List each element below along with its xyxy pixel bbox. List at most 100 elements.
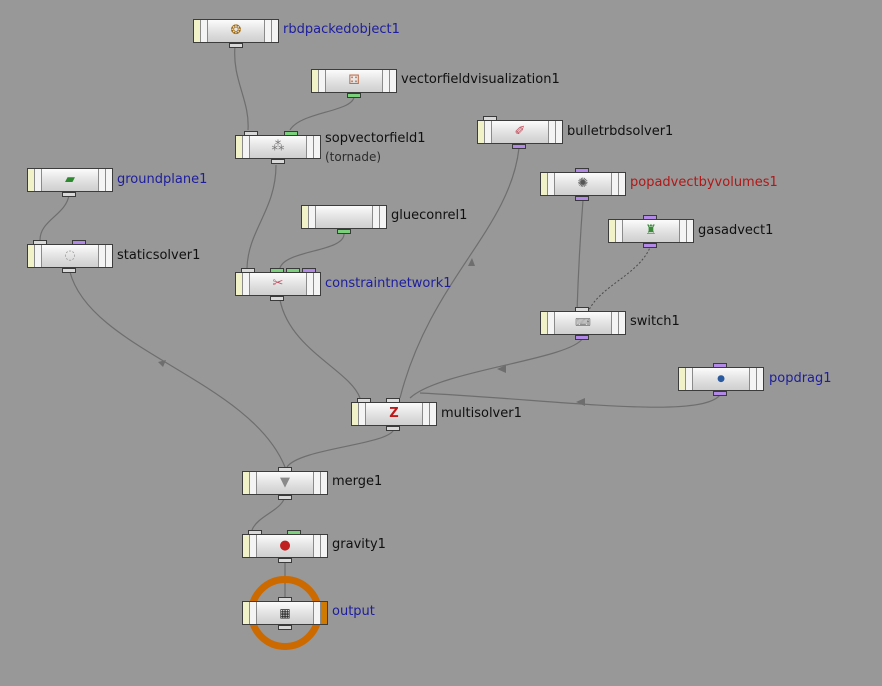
pop-drag-icon: ● <box>717 374 725 384</box>
merge-icon: ▼ <box>280 475 290 490</box>
node-input-port[interactable] <box>248 530 262 535</box>
node-label: bulletrbdsolver1 <box>567 124 674 139</box>
node-output-port[interactable] <box>278 495 292 500</box>
node-label: gravity1 <box>332 537 386 552</box>
multi-solver-icon: Z <box>389 406 399 421</box>
node-output-port[interactable] <box>575 335 589 340</box>
node-label: sopvectorfield1 <box>325 131 426 146</box>
node-popdrag1[interactable]: ● <box>678 363 764 396</box>
node-input-port[interactable] <box>575 307 589 312</box>
node-input-port[interactable] <box>643 215 657 220</box>
pop-advect-by-volumes-icon: ✺ <box>577 176 589 191</box>
node-input-port[interactable] <box>287 530 301 535</box>
node-input-port[interactable] <box>72 240 86 245</box>
constraint-network-icon: ✂ <box>272 276 284 291</box>
node-vectorfieldvisualization1[interactable]: ⚃ <box>311 69 397 98</box>
node-output-port[interactable] <box>229 43 243 48</box>
node-label: popdrag1 <box>769 371 832 386</box>
node-output-port[interactable] <box>386 426 400 431</box>
node-input-port[interactable] <box>357 398 371 403</box>
node-output-port[interactable] <box>512 144 526 149</box>
wire-groundplane-to-staticsolver <box>39 194 70 241</box>
node-switch1[interactable]: ⌨ <box>540 307 626 340</box>
node-label: gasadvect1 <box>698 223 774 238</box>
node-bulletrbdsolver1[interactable]: ✐ <box>477 116 563 149</box>
wire-multisolver-to-merge <box>286 428 395 468</box>
node-label: rbdpackedobject1 <box>283 22 400 37</box>
wire-merge-to-gravity <box>251 494 286 531</box>
gas-advect-icon: ♜ <box>645 223 657 238</box>
node-label: output <box>332 604 375 619</box>
wire-constraintnetwork-to-multisolver <box>279 299 361 399</box>
node-glueconrel1[interactable] <box>301 205 387 234</box>
node-groundplane1[interactable]: ▰ <box>27 168 113 197</box>
node-constraintnetwork1[interactable]: ✂ <box>235 268 321 301</box>
wire-glueconrel-to-constraintnetwork <box>279 233 345 269</box>
node-output-port[interactable] <box>278 625 292 630</box>
wire-direction-arrow <box>497 365 506 373</box>
node-input-port[interactable] <box>284 131 298 136</box>
wire-staticsolver-to-merge <box>69 271 286 468</box>
node-gasadvect1[interactable]: ♜ <box>608 215 694 248</box>
node-output-port[interactable] <box>62 268 76 273</box>
node-output-port[interactable] <box>575 196 589 201</box>
node-input-port[interactable] <box>278 467 292 472</box>
node-input-port[interactable] <box>302 268 316 273</box>
node-label: groundplane1 <box>117 172 208 187</box>
sop-vector-field-icon: ⁂ <box>271 139 285 154</box>
node-output-port[interactable] <box>337 229 351 234</box>
node-output-port[interactable] <box>271 159 285 164</box>
ground-plane-icon: ▰ <box>65 172 75 187</box>
node-input-port[interactable] <box>270 268 284 273</box>
node-rbdpackedobject1[interactable]: ❂ <box>193 19 279 48</box>
wire-direction-arrow <box>576 398 585 406</box>
wire-gasadvect-to-switch-dashed <box>587 244 652 313</box>
rbd-packed-object-icon: ❂ <box>230 23 242 38</box>
node-sopvectorfield1[interactable]: ⁂ <box>235 131 321 164</box>
node-input-port[interactable] <box>483 116 497 121</box>
node-output-port[interactable] <box>278 558 292 563</box>
wire-sopvectorfield-to-constraintnetwork <box>246 164 277 269</box>
wire-switch-to-multisolver <box>409 337 584 399</box>
node-staticsolver1[interactable]: ◌ <box>27 240 113 273</box>
node-label: glueconrel1 <box>391 208 468 223</box>
gravity-icon: ● <box>279 538 291 553</box>
switch-icon: ⌨ <box>575 316 591 329</box>
node-label: multisolver1 <box>441 406 522 421</box>
node-popadvectbyvolumes1[interactable]: ✺ <box>540 168 626 201</box>
wire-direction-arrow <box>158 360 166 367</box>
node-label: switch1 <box>630 314 680 329</box>
node-input-port[interactable] <box>386 398 400 403</box>
node-input-port[interactable] <box>286 268 300 273</box>
node-comment: (tornade) <box>325 150 382 164</box>
static-solver-icon: ◌ <box>64 248 76 263</box>
node-output[interactable]: ▦ <box>242 597 328 630</box>
node-output-port[interactable] <box>643 243 657 248</box>
node-label: vectorfieldvisualization1 <box>401 72 560 87</box>
node-input-port[interactable] <box>278 597 292 602</box>
wire-rbdpackedobject-to-sopvectorfield <box>234 45 249 131</box>
node-input-port[interactable] <box>33 240 47 245</box>
bullet-rbd-solver-icon: ✐ <box>514 124 526 139</box>
node-input-port[interactable] <box>713 363 727 368</box>
node-output-port[interactable] <box>347 93 361 98</box>
node-gravity1[interactable]: ● <box>242 530 328 563</box>
node-label: popadvectbyvolumes1 <box>630 175 778 190</box>
node-input-port[interactable] <box>241 268 255 273</box>
wire-popdrag-to-multisolver <box>419 392 721 408</box>
node-output-port[interactable] <box>270 296 284 301</box>
node-merge1[interactable]: ▼ <box>242 467 328 500</box>
wire-vectorfield-to-sopvectorfield <box>289 96 355 131</box>
node-label: staticsolver1 <box>117 248 201 263</box>
node-input-port[interactable] <box>244 131 258 136</box>
node-output-port[interactable] <box>713 391 727 396</box>
node-label: constraintnetwork1 <box>325 276 452 291</box>
node-output-port[interactable] <box>62 192 76 197</box>
wire-popadvect-to-switch <box>576 199 584 313</box>
node-multisolver1[interactable]: Z <box>351 398 437 431</box>
wire-bulletrbd-to-multisolver <box>399 147 520 399</box>
output-icon: ▦ <box>279 606 291 620</box>
node-input-port[interactable] <box>575 168 589 173</box>
